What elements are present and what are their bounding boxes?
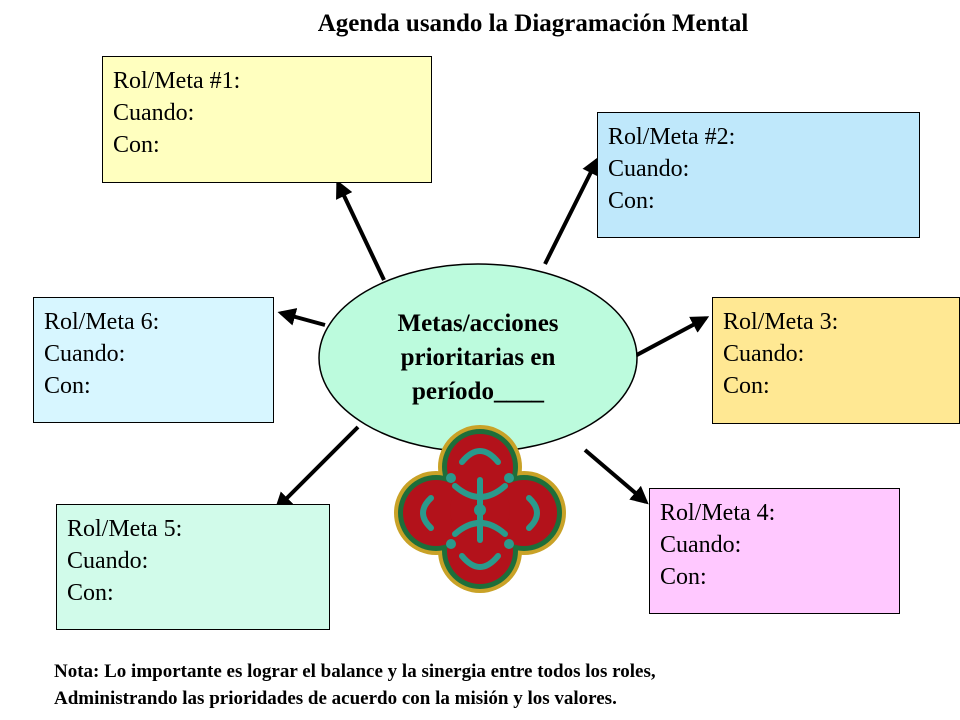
goal-label: Rol/Meta 5: (67, 516, 183, 542)
goal-box-1: Rol/Meta #1: Cuando: Con: (102, 56, 432, 183)
footer-note-line-2: Administrando las prioridades de acuerdo… (54, 688, 617, 709)
goal-when: Cuando: (608, 156, 690, 182)
footer-note-line-1: Nota: Lo importante es lograr el balance… (54, 661, 656, 682)
goal-box-5: Rol/Meta 5: Cuando: Con: (56, 504, 330, 630)
goal-box-4: Rol/Meta 4: Cuando: Con: (649, 488, 900, 614)
goal-when: Cuando: (660, 532, 742, 558)
arrow-to-goal-4 (583, 448, 649, 505)
center-topic-line-3: período____ (412, 378, 544, 405)
goal-with: Con: (723, 373, 770, 399)
goal-with: Con: (113, 132, 160, 158)
goal-when: Cuando: (44, 341, 126, 367)
footer-note: Nota: Lo importante es lograr el balance… (54, 658, 954, 712)
goal-with: Con: (660, 564, 707, 590)
goal-when: Cuando: (113, 100, 195, 126)
goal-when: Cuando: (723, 341, 805, 367)
goal-with: Con: (44, 373, 91, 399)
arrow-to-goal-5 (274, 425, 360, 511)
goal-label: Rol/Meta 4: (660, 500, 776, 526)
goal-label: Rol/Meta 3: (723, 309, 839, 335)
goal-box-2: Rol/Meta #2: Cuando: Con: (597, 112, 920, 238)
goal-label: Rol/Meta #2: (608, 124, 736, 150)
celtic-knot-icon (394, 425, 566, 593)
arrow-to-goal-1 (336, 179, 386, 281)
page-title: Agenda usando la Diagramación Mental (317, 10, 749, 37)
center-topic: Metas/acciones prioritarias en período__… (318, 263, 638, 453)
arrow-to-goal-2 (543, 156, 599, 265)
goal-when: Cuando: (67, 548, 149, 574)
goal-box-6: Rol/Meta 6: Cuando: Con: (33, 297, 274, 423)
goal-label: Rol/Meta 6: (44, 309, 160, 335)
arrow-to-goal-3 (632, 316, 710, 359)
goal-label: Rol/Meta #1: (113, 68, 241, 94)
center-topic-line-1: Metas/acciones (397, 310, 559, 337)
arrow-to-goal-6 (277, 308, 326, 327)
goal-with: Con: (608, 188, 655, 214)
goal-box-3: Rol/Meta 3: Cuando: Con: (712, 297, 960, 424)
goal-with: Con: (67, 580, 114, 606)
center-topic-line-2: prioritarias en (400, 344, 556, 371)
